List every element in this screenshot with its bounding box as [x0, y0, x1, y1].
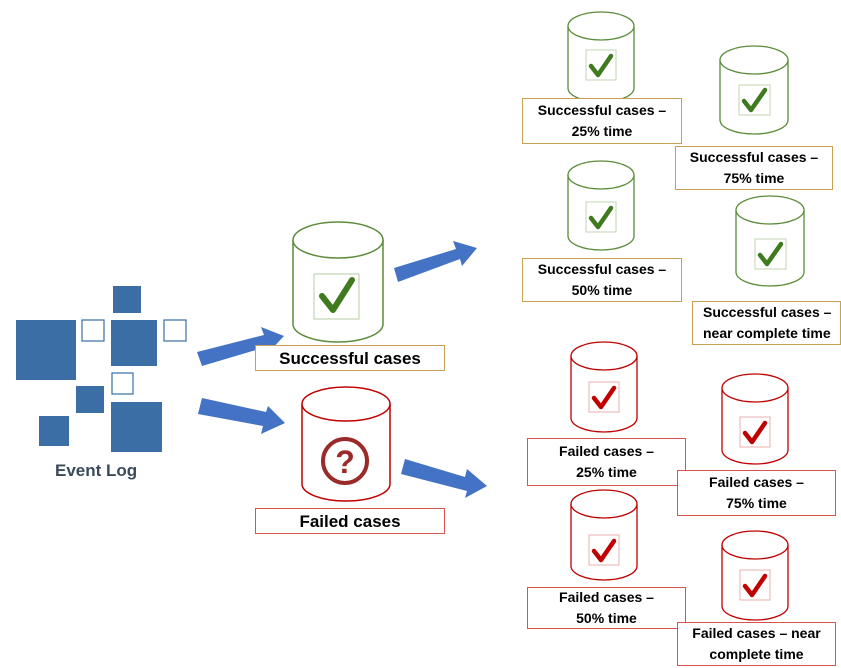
failed-near-complete-cylinder — [721, 530, 789, 621]
checkmark-icon — [742, 420, 768, 445]
successful-near-complete-cylinder — [735, 195, 805, 287]
failed-near-complete-label: Failed cases – near complete time — [677, 622, 836, 666]
event-log-icon — [16, 286, 187, 452]
successful-near-complete-label: Successful cases – near complete time — [692, 301, 841, 345]
arrow-successful-subsets — [394, 241, 477, 282]
failed-cases-label: Failed cases — [255, 508, 445, 534]
successful-25-cylinder — [567, 11, 635, 103]
question-icon — [321, 437, 369, 485]
failed-75-cylinder — [721, 373, 789, 465]
checkmark-icon — [319, 277, 355, 313]
checkmark-icon — [588, 53, 614, 78]
failed-25-cylinder — [570, 341, 638, 433]
svg-text:?: ? — [335, 444, 355, 480]
checkmark-icon — [591, 538, 617, 563]
checkmark-icon — [741, 87, 768, 113]
successful-cases-cylinder — [292, 221, 384, 343]
failed-cases-cylinder: ? — [301, 386, 391, 502]
checkmark-icon — [742, 573, 768, 598]
successful-75-cylinder — [719, 45, 789, 135]
arrow-to-successful — [197, 327, 284, 366]
arrow-failed-subsets — [401, 459, 487, 498]
event-log-label: Event Log — [55, 461, 138, 480]
failed-50-label: Failed cases – 50% time — [527, 587, 686, 629]
failed-75-label: Failed cases – 75% time — [677, 470, 836, 516]
successful-50-cylinder — [567, 160, 635, 251]
failed-50-cylinder — [570, 489, 638, 581]
successful-cases-label: Successful cases — [255, 345, 445, 371]
checkmark-icon — [591, 385, 617, 410]
successful-25-label: Successful cases – 25% time — [522, 98, 682, 144]
successful-50-label: Successful cases – 50% time — [522, 258, 682, 302]
arrows — [197, 241, 487, 498]
checkmark-icon — [757, 241, 784, 267]
arrow-to-failed — [198, 398, 285, 434]
failed-25-label: Failed cases – 25% time — [527, 438, 686, 486]
successful-75-label: Successful cases – 75% time — [675, 146, 833, 190]
checkmark-icon — [588, 205, 614, 230]
